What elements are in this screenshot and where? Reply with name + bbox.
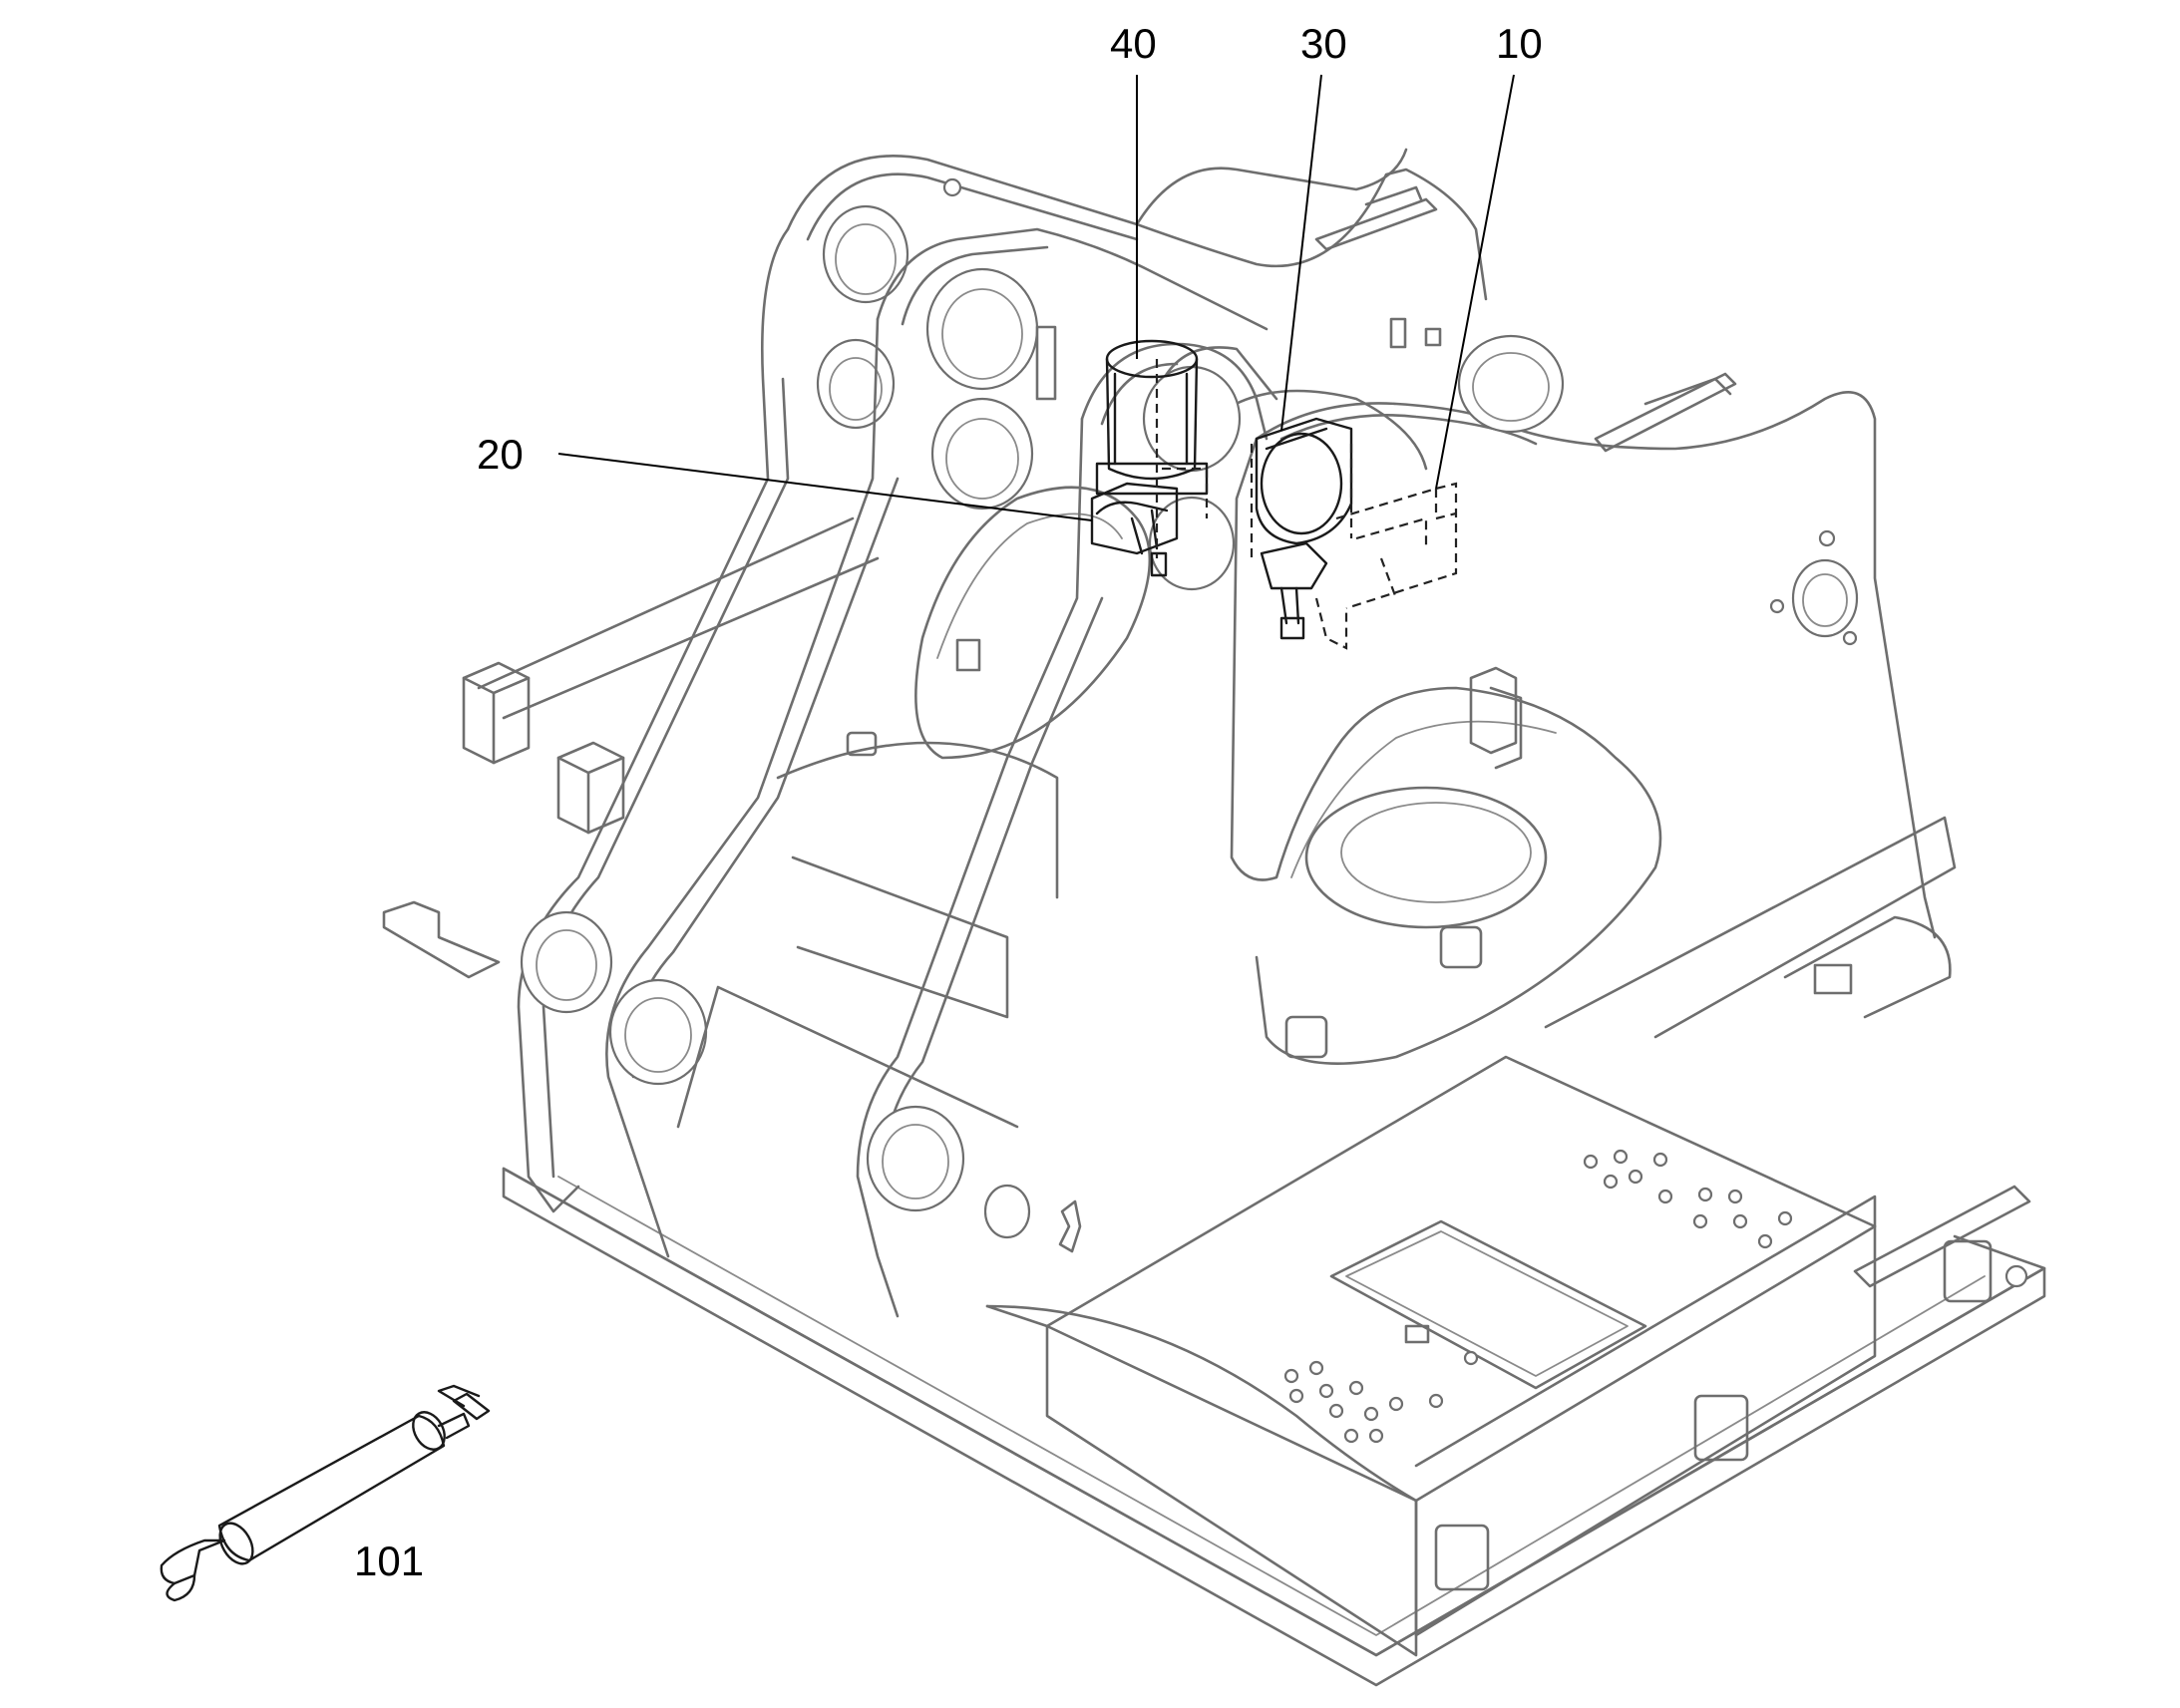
callout-40: 40 [1110, 20, 1157, 67]
callout-20: 20 [477, 431, 524, 478]
lower-housing-block [985, 1055, 2031, 1657]
left-brackets [382, 661, 625, 979]
leader-20 [557, 453, 1093, 521]
leader-30 [1280, 74, 1322, 432]
callout-101: 101 [354, 1537, 425, 1584]
item-101-tool [160, 1384, 491, 1602]
component-20 [1090, 482, 1179, 577]
center-frame-plate [856, 342, 1269, 1318]
component-40 [1095, 339, 1209, 558]
left-side-frame-outer [517, 155, 1488, 1213]
bolt-hole-pattern-rear [1583, 1149, 1793, 1249]
rear-base-beam [1544, 816, 1957, 1039]
center-ring-structure [676, 486, 1152, 1129]
bolt-hole-pattern-front [1283, 1350, 1479, 1444]
callout-10: 10 [1496, 20, 1543, 67]
right-side-frame [1058, 334, 1937, 1344]
upper-rear-cross-members [1135, 148, 1737, 453]
left-side-frame-inner [477, 227, 1269, 1258]
component-10 [1314, 482, 1458, 650]
base-plate [502, 1167, 2046, 1687]
leader-10 [1435, 74, 1515, 490]
callout-30: 30 [1300, 20, 1347, 67]
component-30 [1250, 417, 1353, 640]
